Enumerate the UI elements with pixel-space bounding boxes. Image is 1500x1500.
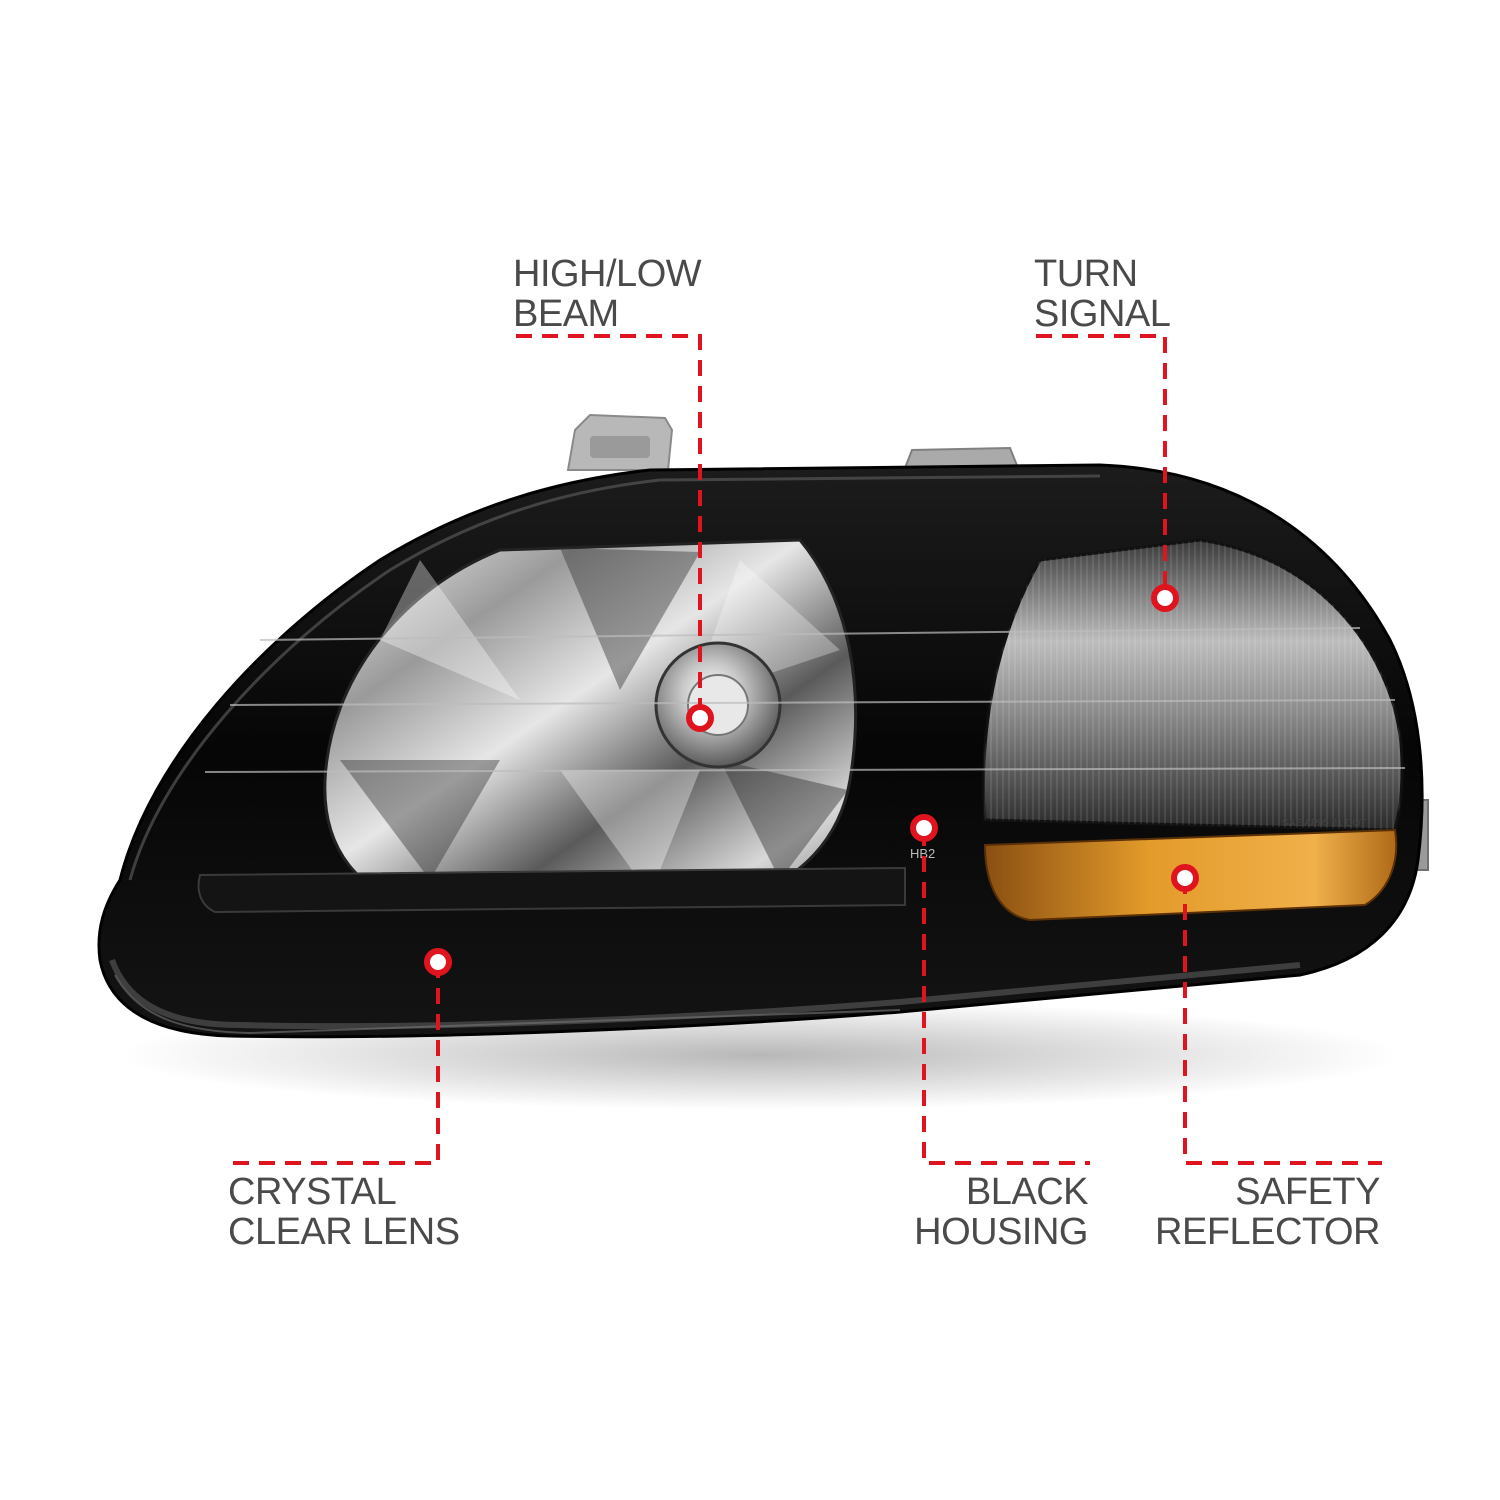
- safety-reflector-dot: [1171, 864, 1199, 892]
- black-housing-line2: HOUSING: [914, 1211, 1088, 1253]
- lens-seam-lines: [204, 627, 1406, 773]
- safety-reflector-leader: [1183, 878, 1382, 1165]
- high-low-beam-line2: BEAM: [513, 293, 619, 335]
- bulb-code-marking: HB2: [910, 846, 935, 861]
- crystal-clear-lens-line2: CLEAR LENS: [228, 1211, 460, 1253]
- black-housing-line1: BLACK: [965, 1171, 1089, 1213]
- turn-signal-line2: SIGNAL: [1034, 293, 1171, 335]
- safety-reflector-label: SAFETY REFLECTOR: [1155, 1172, 1380, 1252]
- high-low-beam-reflector: [323, 538, 858, 907]
- black-housing-label: BLACK HOUSING: [914, 1172, 1088, 1252]
- callout-lines: [232, 334, 1382, 1165]
- crystal-clear-lens-line1: CRYSTAL: [228, 1171, 397, 1213]
- crystal-clear-lens-leader: [232, 962, 440, 1165]
- turn-signal-line1: TURN: [1034, 253, 1138, 295]
- high-low-beam-line1: HIGH/LOW: [513, 253, 702, 295]
- crystal-clear-lens-label: CRYSTAL CLEAR LENS: [228, 1172, 460, 1252]
- turn-signal-label: TURN SIGNAL: [1034, 253, 1171, 335]
- safety-reflector-line1: SAFETY: [1235, 1171, 1380, 1213]
- high-low-beam-dot: [686, 704, 714, 732]
- black-housing-leader: [922, 830, 1090, 1165]
- crystal-clear-lens-dot: [424, 948, 452, 976]
- black-housing-dot: [910, 814, 938, 842]
- lens-stamp-marking: SAE AP95 81 DOT: [1282, 818, 1367, 829]
- callout-dots: [424, 584, 1199, 976]
- safety-reflector-line2: REFLECTOR: [1155, 1211, 1380, 1253]
- high-low-beam-label: HIGH/LOW BEAM: [513, 253, 702, 335]
- high-low-beam-leader: [516, 334, 702, 718]
- turn-signal-dot: [1151, 584, 1179, 612]
- lower-trim-strip: [197, 866, 906, 914]
